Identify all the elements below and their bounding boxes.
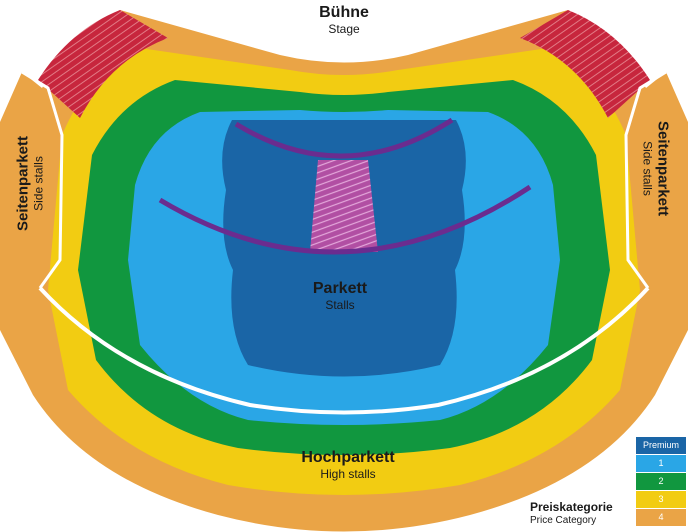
separator-arc	[38, 286, 650, 415]
stage-title: Bühne	[319, 4, 369, 21]
legend-category-1: 1	[636, 455, 686, 472]
side-left-subtitle: Side stalls	[31, 156, 46, 211]
premium-center-block[interactable]	[310, 160, 378, 252]
side-right-title: Seitenparkett	[654, 120, 672, 217]
legend-category-4: 4	[636, 509, 686, 526]
high-stalls-title: Hochparkett	[301, 449, 395, 466]
high-stalls-subtitle: High stalls	[320, 467, 376, 481]
legend-subtitle-text: Price Category	[530, 515, 597, 526]
restricted-box-right[interactable]	[520, 10, 650, 118]
middle-rail	[158, 184, 532, 255]
legend-title-text: Preiskategorie	[530, 500, 613, 514]
side-separator-left	[21, 70, 64, 289]
side-stalls-right-label: Seitenparkett Side stalls	[641, 69, 672, 269]
stage-subtitle: Stage	[328, 22, 360, 36]
restricted-box-left[interactable]	[38, 10, 168, 118]
side-separator-right	[624, 70, 667, 289]
high-stalls-label: Hochparkett High stalls	[248, 449, 448, 481]
legend-category-2: 2	[636, 473, 686, 490]
stage-label: Bühne Stage	[244, 4, 444, 36]
price-legend: Premium 1 2 3 4	[636, 437, 686, 527]
legend-category-3: 3	[636, 491, 686, 508]
front-rail	[234, 117, 454, 159]
legend-premium: Premium	[636, 437, 686, 454]
side-stalls-left-label: Seitenparkett Side stalls	[15, 84, 46, 284]
stalls-label: Parkett Stalls	[260, 280, 420, 312]
stalls-subtitle: Stalls	[325, 298, 355, 312]
legend-title: Preiskategorie Price Category	[530, 500, 640, 528]
side-right-subtitle: Side stalls	[640, 141, 655, 196]
side-left-title: Seitenparkett	[14, 135, 32, 232]
stalls-title: Parkett	[312, 280, 368, 297]
